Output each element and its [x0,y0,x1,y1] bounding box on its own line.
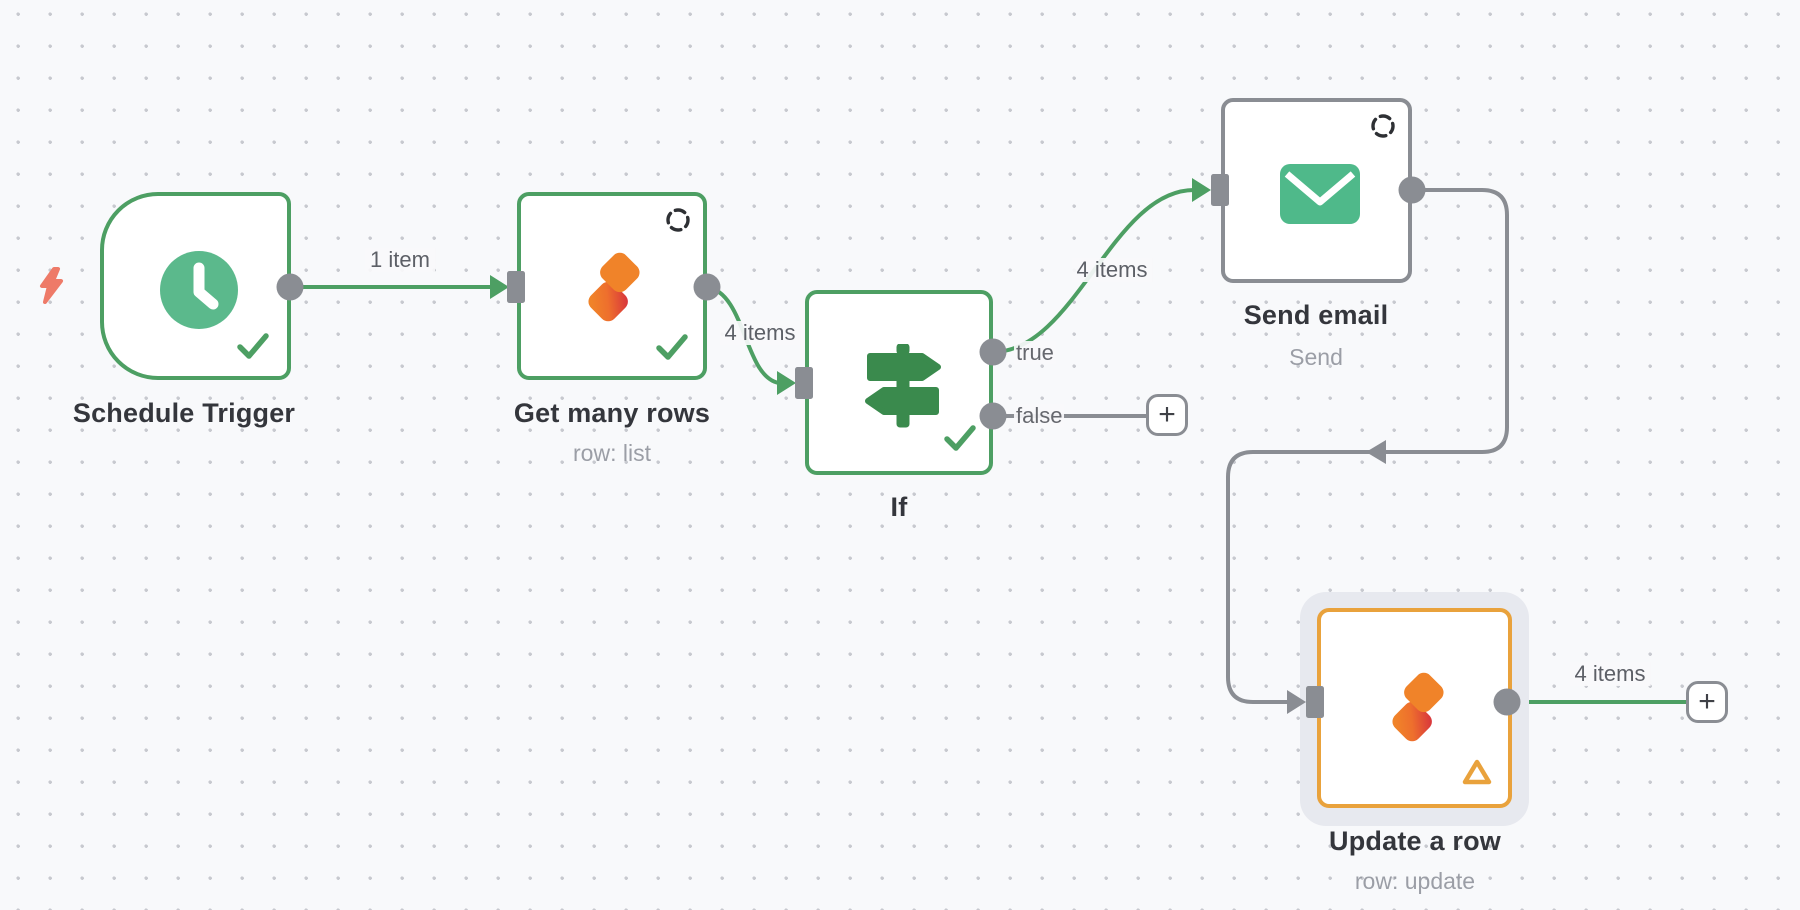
dashed-circle-status-icon [1370,113,1396,144]
node-label: Send email [1243,300,1389,330]
add-node-button-false-branch[interactable]: + [1146,394,1188,436]
input-port-get-many-rows[interactable] [507,271,525,303]
success-checkmark-icon [655,333,689,366]
input-port-update-a-row[interactable] [1306,686,1324,718]
arrowhead-icon [1192,178,1211,202]
seatable-icon [581,250,647,331]
node-subtitle: Send [1289,344,1343,370]
node-get-many-rows[interactable] [517,192,707,380]
connection-label: 4 items [1071,258,1153,282]
email-icon [1280,164,1360,229]
seatable-icon [1385,670,1451,751]
output-port-send-email[interactable] [1398,176,1426,204]
warning-triangle-icon [1461,758,1493,791]
node-label: If [890,492,908,522]
arrowhead-icon [490,275,509,299]
dashed-circle-status-icon [665,207,691,238]
output-label-true: true [1014,340,1056,365]
connection-label: 4 items [1569,662,1651,686]
node-schedule-trigger[interactable] [100,192,291,380]
node-subtitle: row: update [1354,868,1476,894]
signpost-icon [861,343,945,433]
output-port-schedule-trigger[interactable] [276,273,304,301]
success-checkmark-icon [236,332,270,365]
node-label: Get many rows [513,398,711,428]
output-port-if-false[interactable] [979,402,1007,430]
output-label-false: false [1014,403,1065,428]
output-port-if-true[interactable] [979,338,1007,366]
lightning-trigger-icon [36,266,66,311]
node-subtitle: row: list [573,440,651,466]
node-label: Schedule Trigger [72,398,296,428]
node-send-email[interactable] [1221,98,1412,283]
output-port-update-a-row[interactable] [1493,688,1521,716]
arrowhead-icon [777,371,796,395]
output-port-get-many-rows[interactable] [693,273,721,301]
clock-icon [160,251,238,334]
input-port-send-email[interactable] [1211,174,1229,206]
node-label: Update a row [1329,826,1501,856]
connection-label: 1 item [365,248,435,272]
node-update-a-row[interactable] [1317,608,1512,808]
connection-label: 4 items [719,321,801,345]
success-checkmark-icon [943,424,977,457]
add-node-button-update-output[interactable]: + [1686,681,1728,723]
input-port-if[interactable] [795,367,813,399]
node-if[interactable] [805,290,993,475]
